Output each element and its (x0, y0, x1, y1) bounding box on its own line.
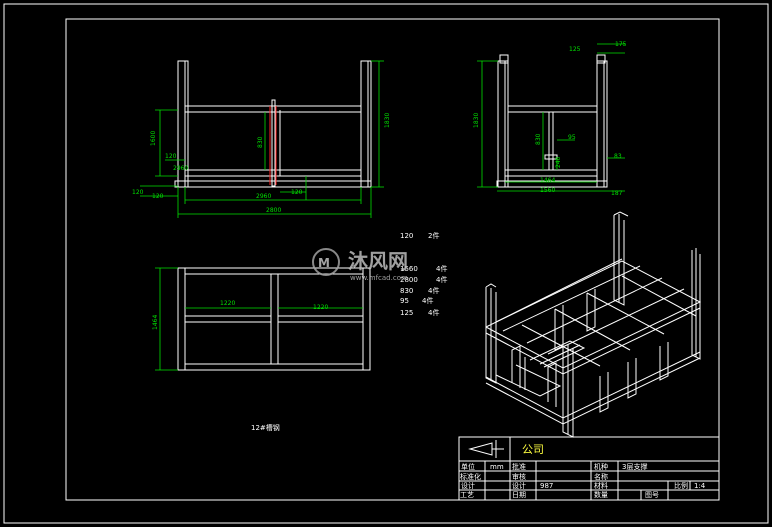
svg-text:1560: 1560 (540, 187, 555, 194)
front-view-dims: 1600 1830 830 120 120 120 120 2960 2960 … (132, 60, 391, 218)
svg-text:比例: 比例 (674, 481, 688, 490)
svg-text:审核: 审核 (512, 472, 526, 481)
parts-list: 120 2件 1560 4件 2800 4件 830 4件 95 4件 125 … (400, 231, 447, 317)
svg-text:830: 830 (400, 287, 413, 295)
plan-view (177, 267, 371, 371)
svg-text:4件: 4件 (436, 264, 447, 273)
svg-text:95: 95 (400, 297, 409, 305)
svg-text:4件: 4件 (436, 275, 447, 284)
svg-text:1560: 1560 (400, 265, 418, 273)
svg-text:4件: 4件 (428, 286, 439, 295)
svg-text:3层支撑: 3层支撑 (622, 462, 647, 471)
svg-text:830: 830 (535, 133, 542, 145)
svg-text:120: 120 (165, 153, 177, 160)
svg-text:175: 175 (615, 41, 627, 48)
svg-text:图号: 图号 (645, 491, 659, 499)
svg-text:1830: 1830 (384, 113, 391, 128)
svg-text:1220: 1220 (313, 304, 328, 311)
svg-text:1830: 1830 (473, 113, 480, 128)
svg-text:数量: 数量 (594, 490, 608, 499)
svg-text:95: 95 (568, 134, 576, 141)
svg-text:120: 120 (152, 193, 164, 200)
svg-text:标准化: 标准化 (460, 472, 481, 481)
svg-text:1464: 1464 (152, 315, 159, 330)
svg-text:日期: 日期 (512, 491, 526, 499)
isometric-view (485, 211, 702, 438)
side-view (496, 54, 608, 188)
svg-text:120: 120 (132, 189, 144, 196)
logo-mark-icon: M (318, 256, 330, 270)
svg-text:2960: 2960 (256, 193, 271, 200)
svg-text:机种: 机种 (594, 462, 608, 471)
svg-text:设计: 设计 (512, 481, 526, 490)
svg-text:187: 187 (611, 190, 623, 197)
svg-text:1220: 1220 (220, 300, 235, 307)
svg-text:1600: 1600 (150, 131, 157, 146)
svg-text:公司: 公司 (522, 443, 544, 456)
svg-text:2800: 2800 (266, 207, 281, 214)
side-view-dims: 1830 175 125 830 95 240 83 1464 1560 187 (473, 41, 627, 197)
svg-text:1:4: 1:4 (694, 482, 706, 490)
svg-text:材料: 材料 (594, 481, 608, 490)
front-view (174, 60, 372, 188)
svg-text:830: 830 (257, 136, 264, 148)
svg-text:120: 120 (400, 232, 413, 240)
svg-text:2件: 2件 (428, 231, 439, 240)
svg-text:125: 125 (569, 46, 581, 53)
svg-text:120: 120 (291, 189, 303, 196)
svg-text:批准: 批准 (512, 462, 526, 471)
inner-frame (65, 18, 720, 501)
svg-text:83: 83 (614, 153, 622, 160)
svg-text:www.mfcad.com: www.mfcad.com (350, 274, 408, 282)
title-block: 公司 单位 mm 标准化 设计 工艺 批准 审核 设计 987 日期 机种 3层… (458, 436, 720, 501)
outer-frame (3, 3, 769, 524)
svg-text:1464: 1464 (540, 177, 555, 184)
svg-text:987: 987 (540, 482, 553, 490)
svg-text:4件: 4件 (422, 296, 433, 305)
svg-text:2800: 2800 (400, 276, 418, 284)
svg-text:名称: 名称 (594, 472, 608, 481)
svg-text:沐风网: 沐风网 (348, 249, 408, 273)
svg-text:单位: 单位 (461, 462, 475, 471)
watermark: M 沐风网 www.mfcad.com (312, 248, 408, 282)
svg-text:4件: 4件 (428, 308, 439, 317)
svg-text:设计: 设计 (461, 481, 475, 490)
svg-text:125: 125 (400, 309, 413, 317)
material-note: 12#槽钢 (251, 423, 280, 432)
plan-view-dims: 1464 1220 1220 (152, 267, 363, 371)
svg-text:mm: mm (490, 463, 504, 471)
svg-text:240: 240 (555, 156, 562, 168)
svg-text:工艺: 工艺 (460, 491, 474, 499)
svg-text:2960: 2960 (173, 165, 188, 172)
